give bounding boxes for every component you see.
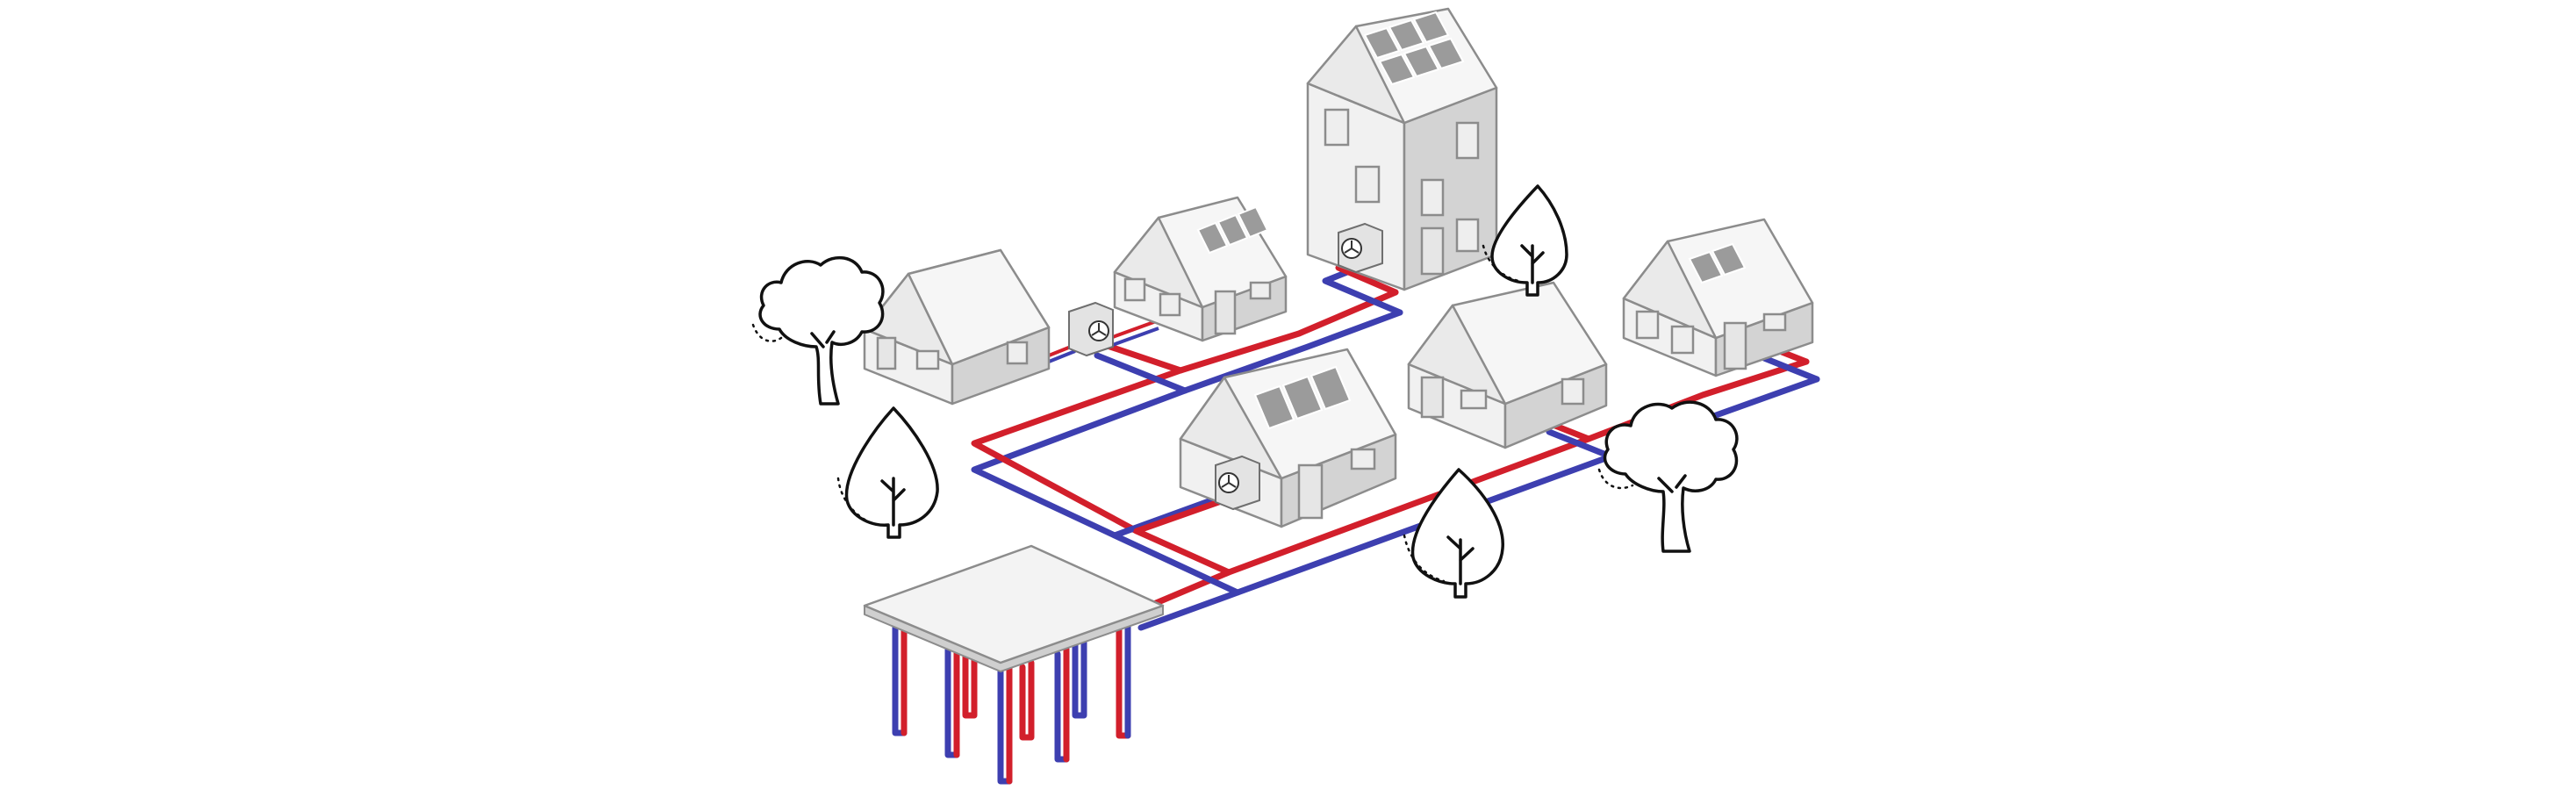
door [1214,290,1237,335]
supply-pipe-west [971,289,1399,576]
apartment-tower [1306,7,1498,291]
window [1670,325,1695,355]
window [1123,277,1146,302]
window [1460,389,1488,410]
return-pipe-center-branch [1546,428,1614,460]
solar-panel-icon [1688,242,1747,284]
door [1297,463,1324,520]
window [1159,292,1181,317]
door [1420,226,1445,276]
window [915,349,940,370]
tree-icon [1482,184,1568,297]
window [1249,281,1272,300]
return-pipe-west [971,309,1403,596]
window [876,336,897,370]
tree-icon [751,255,885,406]
supply-pipe-center-branch [1552,422,1592,442]
house-north-center [1068,196,1288,357]
solar-panel-icon [1196,205,1269,255]
tree-icon [836,406,939,539]
house-west [863,248,1051,406]
window [1006,341,1029,365]
window [1354,165,1381,204]
heat-pump-icon [1215,455,1260,511]
return-pipe-heatpump-feed [1109,327,1159,348]
tree-icon [1597,400,1739,553]
window [1762,312,1787,332]
window [1455,121,1480,160]
borehole-pipes [892,620,1131,785]
window [1324,108,1350,147]
heat-pump-icon [1338,222,1383,274]
borehole-field [863,544,1165,785]
supply-pipe-front-branch [1133,495,1232,535]
heat-pump-icon [1068,301,1114,357]
house-front [1179,348,1397,528]
door [1723,321,1747,370]
window [1635,310,1660,340]
return-pipe-north-branch [1094,352,1188,394]
return-pipe-west-house [1048,349,1076,363]
door [1420,376,1445,419]
supply-pipe-heatpump-feed [1109,319,1159,340]
window [1350,448,1376,470]
solar-panel-icon [1253,365,1352,430]
house-east [1622,218,1814,377]
window [1455,218,1480,253]
tree-icon [1403,468,1504,599]
slab-top [863,544,1165,664]
window [1420,178,1445,217]
return-pipe-front-branch [1111,497,1215,539]
house-center [1407,281,1608,449]
window [1561,377,1585,406]
return-pipe-east-branch [1761,355,1820,383]
solar-panel-icon [1363,11,1465,86]
